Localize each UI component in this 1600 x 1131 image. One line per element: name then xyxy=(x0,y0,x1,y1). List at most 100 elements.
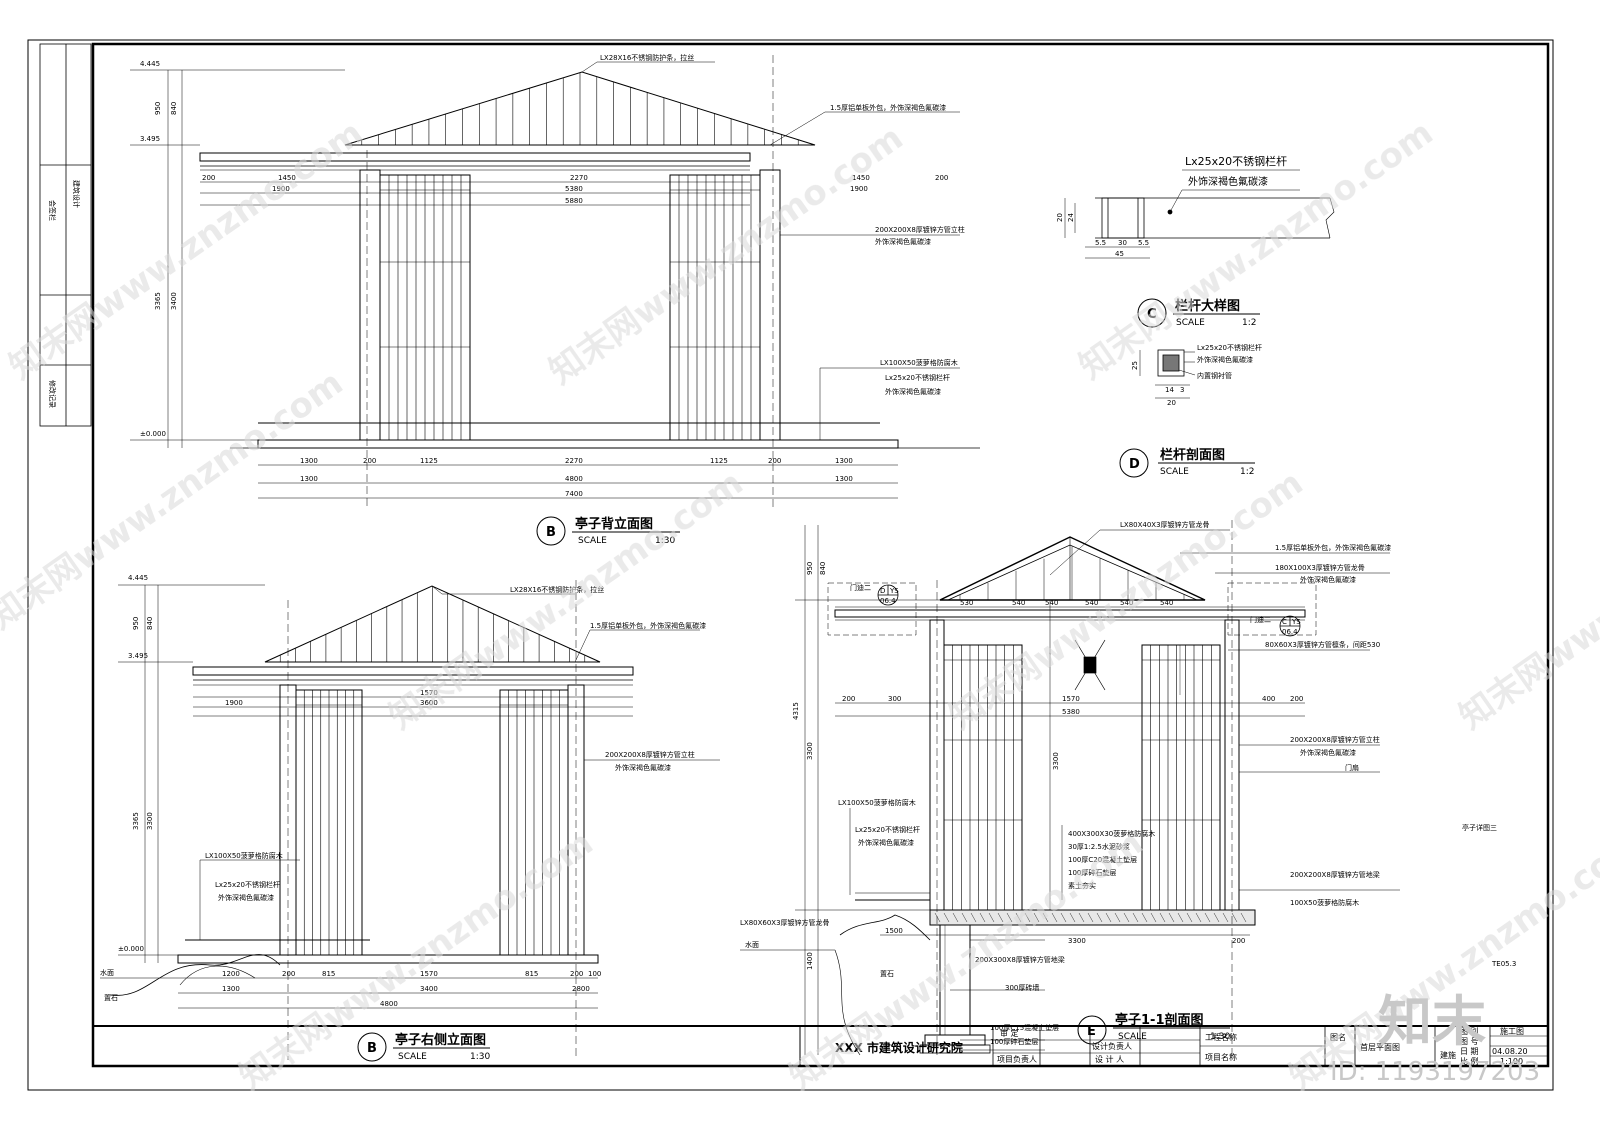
slab-hatch xyxy=(1051,912,1058,923)
slab-hatch xyxy=(1060,912,1067,923)
right-note-5: LX100X50菠萝格防腐木 xyxy=(205,851,283,860)
right-dim-t2-2: 3600 xyxy=(420,699,438,707)
back-dim-b1-5: 1125 xyxy=(710,457,728,465)
back-level-mid: 3.495 xyxy=(140,135,160,143)
title-block-row-4: 比 例 xyxy=(1460,1056,1479,1066)
title-block-cell-10: 建施 xyxy=(1440,1050,1456,1060)
back-level-top: 4.445 xyxy=(140,60,160,68)
section-dim-f-2: 1500 xyxy=(885,927,903,935)
slab-hatch xyxy=(1150,912,1157,923)
back-title-scale-word: SCALE xyxy=(578,536,607,546)
section-callout-left xyxy=(877,584,899,606)
right-dim-b2-3: 2800 xyxy=(572,985,590,993)
railing-detail-scale: 1:2 xyxy=(1242,318,1256,328)
railing-detail-dim-3: 5.5 xyxy=(1138,239,1149,247)
section-title-scale-word: SCALE xyxy=(1118,1032,1147,1042)
section-dim-l-1: 950 xyxy=(806,562,814,575)
back-note-6: Lx25x20不锈钢栏杆 xyxy=(885,373,950,382)
section-note-13: 30厚1:2.5水泥砂浆 xyxy=(1068,842,1130,851)
railing-section-label-1: Lx25x20不锈钢栏杆 xyxy=(1197,343,1262,352)
section-note-16: 素土夯实 xyxy=(1068,881,1096,890)
section-dim-l-5: 3300 xyxy=(1052,752,1060,770)
right-dim-b1-7: 100 xyxy=(588,970,601,978)
slab-hatch xyxy=(1078,912,1085,923)
railing-detail-dim-6: 24 xyxy=(1067,213,1075,222)
back-level-ground: ±0.000 xyxy=(140,430,166,438)
slab-hatch xyxy=(1087,912,1094,923)
right-dim-t1-6: 1570 xyxy=(420,689,438,697)
section-dim-m1-1: 200 xyxy=(842,695,855,703)
right-note-3: 200X200X8厚镀锌方管立柱 xyxy=(605,750,695,759)
slab-hatch xyxy=(952,912,959,923)
right-dim-l-1: 950 xyxy=(132,617,140,630)
slab-hatch xyxy=(1132,912,1139,923)
back-note-4: 外饰深褐色氟碳漆 xyxy=(875,237,931,246)
back-dim-b2-1: 1300 xyxy=(300,475,318,483)
railing-detail-scale-word: SCALE xyxy=(1176,318,1205,328)
watermark-logo: 知末 xyxy=(1378,990,1486,1053)
railing-detail-label-2: 外饰深褐色氟碳漆 xyxy=(1188,175,1268,188)
railing-detail-dim-4: 45 xyxy=(1115,250,1124,258)
section-dim-f-4: 200 xyxy=(1232,937,1245,945)
back-title: 亭子背立面图 xyxy=(575,516,653,532)
section-callout-left-sym: D xyxy=(880,587,885,595)
railing-section-marker: D xyxy=(1129,457,1140,472)
railing-section-dim-1: 25 xyxy=(1131,361,1139,370)
railing-section xyxy=(1139,349,1196,399)
railing-section-dim-4: 20 xyxy=(1167,399,1176,407)
section-callout-left-sheet: 06.4 xyxy=(880,597,896,605)
slab-hatch xyxy=(961,912,968,923)
section-dim-m2-1: 5380 xyxy=(1062,708,1080,716)
railing-detail-marker: C xyxy=(1147,307,1157,322)
right-dim-b3-1: 4800 xyxy=(380,1000,398,1008)
title-block-cell-4: 设 计 人 xyxy=(1095,1054,1124,1064)
section-dim-t1-7: 540 xyxy=(1160,599,1173,607)
back-note-3: 200X200X8厚镀锌方管立柱 xyxy=(875,225,965,234)
slab-hatch xyxy=(1015,912,1022,923)
railing-section-dim-3: 3 xyxy=(1180,386,1184,394)
back-dim-t2-3: 1900 xyxy=(850,185,868,193)
railing-section-scale-word: SCALE xyxy=(1160,467,1189,477)
section-dim-l-7: 1400 xyxy=(806,952,814,970)
railing-section-scale: 1:2 xyxy=(1240,467,1254,477)
back-dim-b1-2: 200 xyxy=(363,457,376,465)
right-dim-b1-5: 815 xyxy=(525,970,538,978)
section-note-2: 1.5厚铝单板外包，外饰深褐色氟碳漆 xyxy=(1275,543,1391,552)
right-title-scale-word: SCALE xyxy=(398,1052,427,1062)
section-dim-m1-3: 1570 xyxy=(1062,695,1080,703)
back-dim-b1-1: 1300 xyxy=(300,457,318,465)
back-dim-t3-1: 5880 xyxy=(565,197,583,205)
section-note-9: LX100X50菠萝格防腐木 xyxy=(838,798,916,807)
section-dim-t1-6: 540 xyxy=(1120,599,1133,607)
section-dim-m1-2: 300 xyxy=(888,695,901,703)
section-1-1 xyxy=(740,520,1400,1060)
slab-hatch xyxy=(1213,912,1220,923)
section-dim-l-2: 840 xyxy=(819,562,827,575)
slab-hatch xyxy=(934,912,941,923)
section-dim-t1-3: 540 xyxy=(1012,599,1025,607)
right-dim-b1-2: 200 xyxy=(282,970,295,978)
railing-section-title: D 栏杆剖面图 SCALE 1:2 xyxy=(1119,447,1255,478)
right-level-ground: ±0.000 xyxy=(118,945,144,953)
section-note-15: 100厚碎石垫层 xyxy=(1068,868,1116,877)
back-dim-l-5: 3365 xyxy=(154,292,162,310)
back-dim-l-1: 950 xyxy=(154,102,162,115)
right-title-marker: B xyxy=(367,1041,377,1056)
right-dim-l-2: 840 xyxy=(146,617,154,630)
section-ref-note: TE05.3 xyxy=(1491,960,1516,968)
right-elevation xyxy=(100,580,720,1060)
section-dim-t1-4: 540 xyxy=(1045,599,1058,607)
railing-detail-dim-2: 30 xyxy=(1118,239,1127,247)
section-note-21: 300厚砖墙 xyxy=(1005,983,1039,992)
section-title: E 亭子1-1剖面图 SCALE 1:30 xyxy=(1077,1012,1230,1045)
back-dim-l-2: 840 xyxy=(170,102,178,115)
section-note-5: 80X60X3厚镀锌方管檩条，间距530 xyxy=(1265,640,1380,649)
section-note-12: 400X300X30菠萝格防腐木 xyxy=(1068,829,1155,838)
back-dim-b3-1: 7400 xyxy=(565,490,583,498)
right-note-6: Lx25x20不锈钢栏杆 xyxy=(215,880,280,889)
back-dim-b1-6: 200 xyxy=(768,457,781,465)
back-dim-b1-4: 2270 xyxy=(565,457,583,465)
slab-hatch xyxy=(970,912,977,923)
back-dim-t1-10: 1450 xyxy=(852,174,870,182)
